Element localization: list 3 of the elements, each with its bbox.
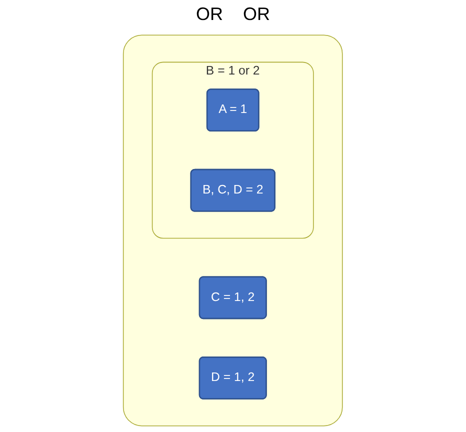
connector-word: OR <box>196 4 223 25</box>
cluster <box>123 34 343 426</box>
connector-word: OR <box>243 4 270 25</box>
